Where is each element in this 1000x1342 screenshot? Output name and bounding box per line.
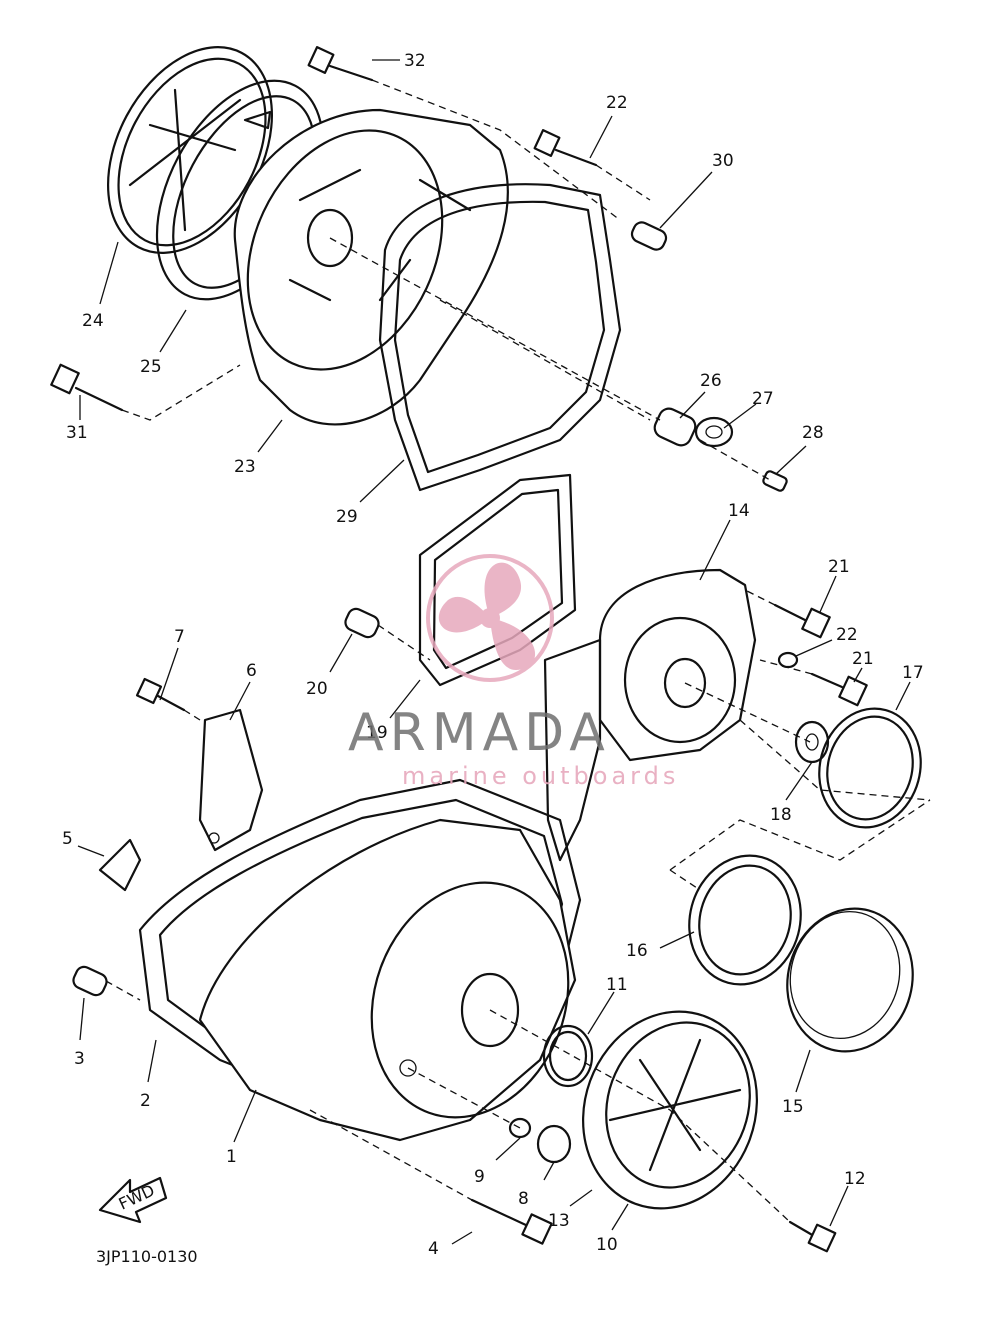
label-part-20: 20 (306, 679, 328, 699)
part-28-seal (694, 416, 734, 448)
part-8-plug (536, 1124, 572, 1164)
part-21-bolt-upper (773, 603, 831, 639)
part-1-crankcase-cover (198, 818, 577, 1142)
label-part-33: 32 (404, 51, 426, 71)
watermark-brand: ARMADA (348, 703, 611, 763)
part-19-gasket (418, 473, 577, 687)
label-part-27: 26 (700, 371, 722, 391)
label-part-15: 15 (782, 1097, 804, 1117)
label-part-14: 14 (728, 501, 750, 521)
label-part-17: 17 (902, 663, 924, 683)
part-15-cap (786, 907, 914, 1053)
label-part-25: 24 (82, 311, 104, 331)
part-27-collar (653, 407, 697, 447)
label-part-29: 28 (802, 423, 824, 443)
label-part-1: 1 (226, 1147, 237, 1167)
part-labels: 32 22 30 24 25 31 23 29 26 27 28 14 21 2… (62, 51, 924, 1259)
label-part-12: 12 (844, 1169, 866, 1189)
part-24-generator-cover (233, 108, 509, 426)
label-part-32: 31 (66, 423, 88, 443)
part-31-dowel (630, 221, 668, 251)
label-part-8: 8 (518, 1189, 529, 1209)
part-20-dowel (344, 607, 380, 639)
assembly-lines (105, 79, 931, 1223)
part-14-gasket (543, 638, 602, 862)
label-part-30: 29 (336, 507, 358, 527)
label-part-7: 7 (174, 627, 185, 647)
part-9-o-ring (508, 1117, 532, 1139)
part-17-snap-ring (818, 707, 922, 829)
part-6-bracket (198, 708, 264, 852)
diagram-code: 3JP110-0130 (96, 1247, 198, 1266)
label-part-16: 16 (626, 941, 648, 961)
label-part-31: 30 (712, 151, 734, 171)
label-part-19: 19 (366, 723, 388, 743)
part-18-bushing (794, 720, 830, 764)
part-22-o-ring (777, 651, 799, 669)
part-7-bolt (135, 677, 186, 712)
label-part-13: 13 (548, 1211, 570, 1231)
label-part-10: 10 (596, 1235, 618, 1255)
part-32-bolt (50, 363, 124, 412)
label-part-2: 2 (140, 1091, 151, 1111)
leader-lines (77, 59, 911, 1245)
label-part-4: 4 (428, 1239, 439, 1259)
fwd-arrow-icon: FWD (98, 1176, 168, 1224)
label-part-21-lower: 21 (852, 649, 874, 669)
label-part-26: 25 (140, 357, 162, 377)
part-16-seal-ring (688, 854, 802, 986)
part-4-bolt (470, 1198, 553, 1245)
part-11-o-ring (542, 1024, 594, 1088)
label-part-6: 6 (246, 661, 257, 681)
label-part-24: 23 (234, 457, 256, 477)
propeller-logo-icon (426, 554, 554, 682)
label-part-18: 18 (770, 805, 792, 825)
label-part-5: 5 (62, 829, 73, 849)
part-29-screw (762, 470, 788, 492)
armada-watermark: ARMADA marine outboards (348, 554, 679, 790)
part-21-bolt-lower (810, 672, 868, 707)
part-3-dowel (72, 965, 108, 997)
part-12-bolt (788, 1220, 837, 1253)
watermark-tagline: marine outboards (402, 762, 679, 790)
label-part-28: 27 (752, 389, 774, 409)
label-part-9: 9 (474, 1167, 485, 1187)
label-part-3: 3 (74, 1049, 85, 1069)
part-33-bolt (307, 46, 374, 82)
label-part-21-upper: 21 (828, 557, 850, 577)
label-part-23: 22 (606, 93, 628, 113)
part-23-bolt (533, 129, 598, 167)
label-part-11: 11 (606, 975, 628, 995)
part-5-clip (98, 838, 142, 892)
part-14-cover (598, 568, 757, 762)
part-30-gasket (378, 183, 622, 492)
label-part-22: 22 (836, 625, 858, 645)
